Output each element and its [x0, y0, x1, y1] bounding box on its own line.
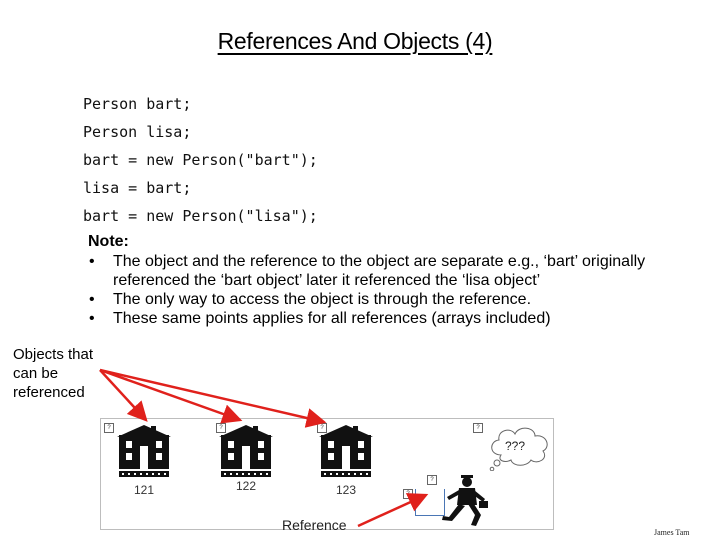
help-badge-icon: ?	[403, 489, 413, 499]
house-icon	[117, 425, 171, 477]
code-block: Person bart; Person lisa; bart = new Per…	[83, 90, 318, 230]
reference-diagram: ? ? ? ? ? ? 121 122	[100, 418, 554, 530]
note-item: • The only way to access the object is t…	[89, 290, 688, 309]
note-item-text: The object and the reference to the obje…	[113, 253, 646, 289]
arrow-to-house-123	[99, 368, 327, 428]
note-heading: Note:	[88, 233, 129, 250]
author-credit: James Tam	[654, 528, 690, 537]
code-line: bart = new Person("bart");	[83, 151, 318, 169]
bullet-icon: •	[89, 310, 95, 327]
help-badge-icon: ?	[104, 423, 114, 433]
note-item-text: The only way to access the object is thr…	[113, 291, 532, 308]
arrow-to-house-122	[99, 368, 243, 424]
running-person-icon	[442, 475, 488, 526]
objects-annotation: Objects that can be referenced	[13, 346, 94, 401]
house-address: 123	[335, 483, 357, 497]
note-item: • The object and the reference to the ob…	[89, 252, 688, 290]
house-icon	[219, 425, 273, 477]
note-item: • These same points applies for all refe…	[89, 309, 688, 328]
slide-title: References And Objects (4)	[217, 28, 493, 54]
note-list: • The object and the reference to the ob…	[88, 252, 688, 328]
help-badge-icon: ?	[473, 423, 483, 433]
code-line: lisa = bart;	[83, 179, 192, 197]
note-item-text: These same points applies for all refere…	[113, 310, 551, 327]
house-address: 122	[235, 479, 257, 493]
house-address: 121	[133, 483, 155, 497]
help-badge-icon: ?	[427, 475, 437, 485]
code-line: Person bart;	[83, 95, 192, 113]
house-icon	[319, 425, 373, 477]
bullet-icon: •	[89, 291, 95, 308]
code-line: Person lisa;	[83, 123, 192, 141]
bullet-icon: •	[89, 253, 95, 270]
note-section: Note: • The object and the reference to …	[88, 232, 688, 328]
code-line: bart = new Person("lisa");	[83, 207, 318, 225]
thought-bubble-icon	[489, 427, 548, 471]
reference-label: Reference	[282, 517, 347, 533]
thought-bubble-text: ???	[504, 439, 526, 453]
arrow-to-house-121	[99, 369, 148, 422]
